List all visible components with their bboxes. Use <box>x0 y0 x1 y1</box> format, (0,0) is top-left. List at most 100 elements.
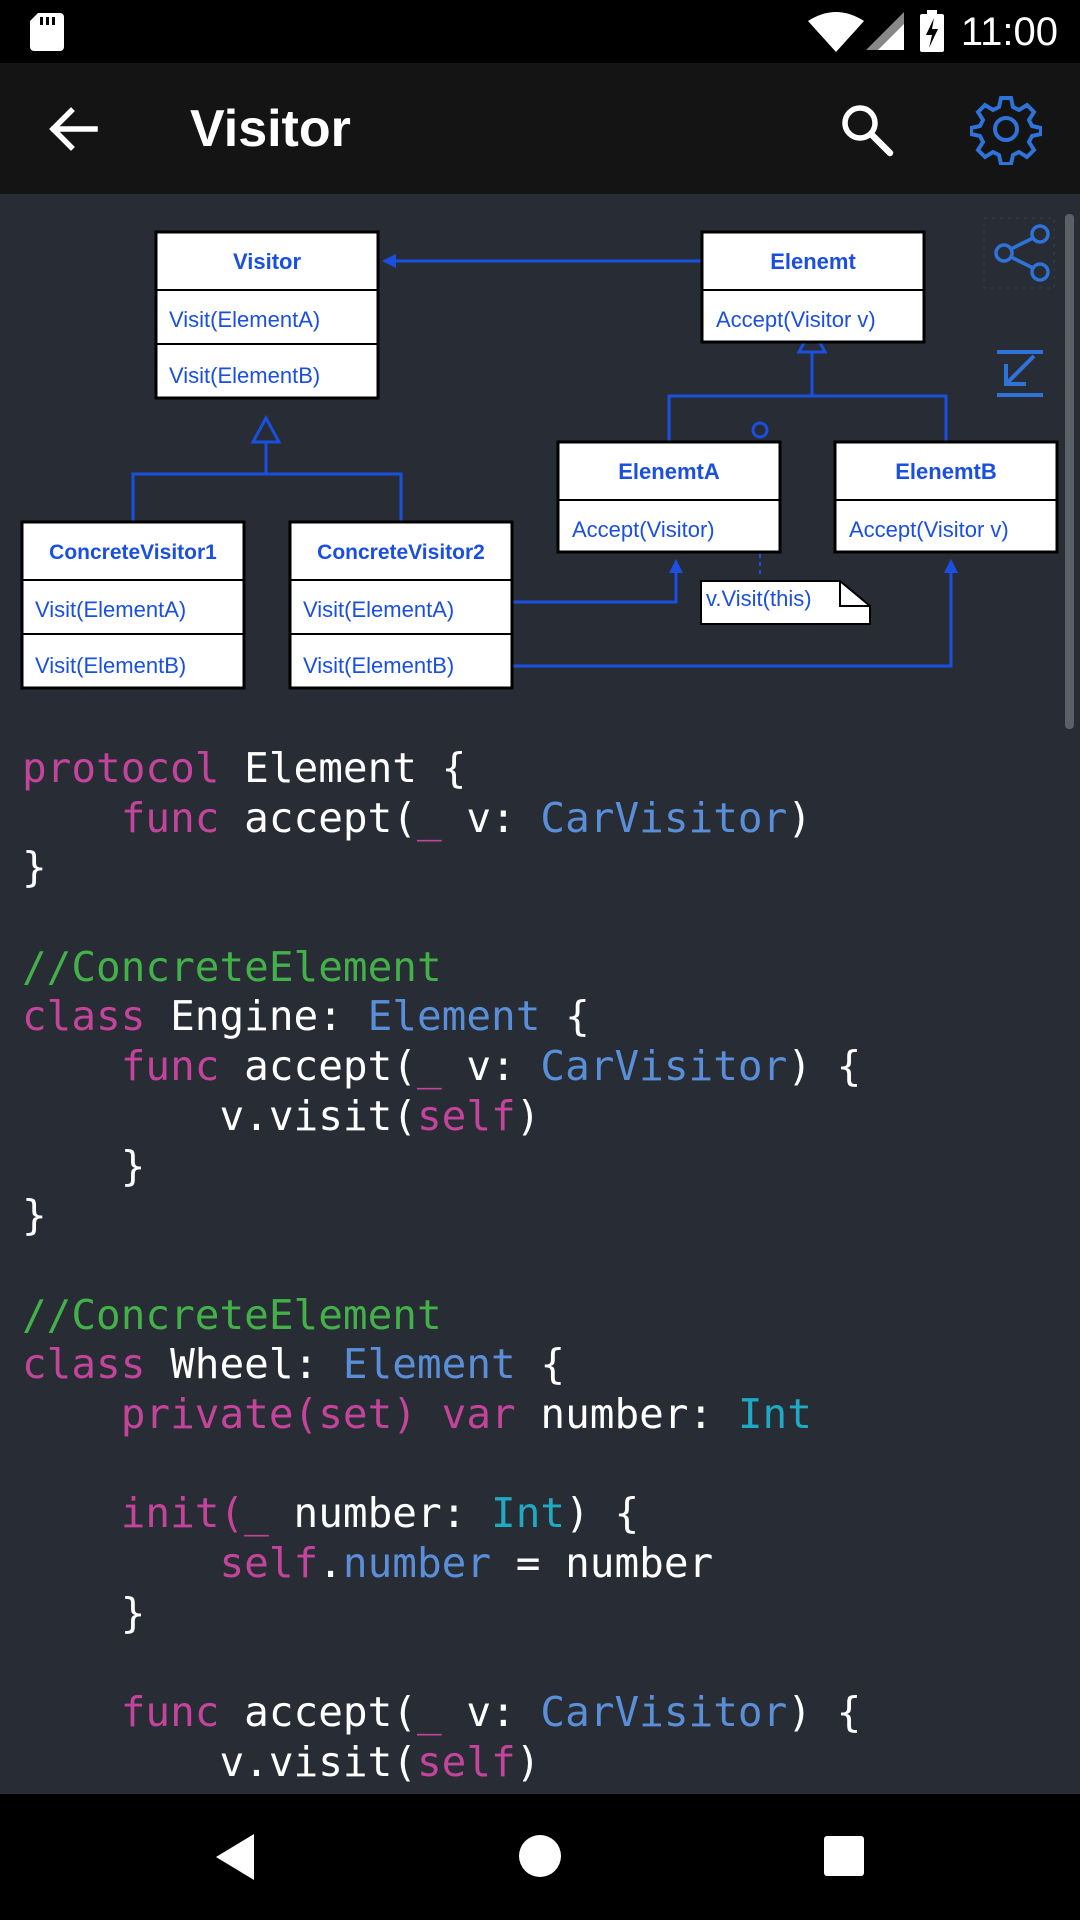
search-button[interactable] <box>838 101 896 159</box>
code-token: accept( <box>219 1688 417 1737</box>
settings-button[interactable] <box>969 93 1043 166</box>
code-token: _ <box>416 1688 442 1737</box>
code-token: protocol <box>22 744 220 792</box>
collapse-button[interactable] <box>997 350 1043 397</box>
uml-class-element-b: ElenemtB Accept(Visitor v) <box>833 440 1059 554</box>
code-line: } <box>22 1142 861 1192</box>
code-token: Int <box>491 1489 566 1538</box>
code-line: func accept(_ v: CarVisitor) { <box>22 1042 862 1092</box>
battery-charging-icon <box>920 10 944 52</box>
nav-back-button[interactable] <box>210 1832 260 1882</box>
triangle-back-icon <box>216 1834 254 1880</box>
code-token <box>22 1390 121 1438</box>
back-button[interactable] <box>40 99 106 159</box>
code-token: CarVisitor <box>540 1042 788 1091</box>
code-token: //ConcreteElement <box>22 1290 442 1339</box>
code-line: func accept(_ v: CarVisitor) <box>22 794 861 844</box>
uml-class-element: Elenemt Accept(Visitor v) <box>700 230 926 344</box>
code-token: number: <box>515 1389 738 1438</box>
code-token: Int <box>737 1389 812 1438</box>
code-line <box>22 1440 861 1490</box>
code-token: . <box>318 1539 343 1587</box>
code-token: func <box>120 1042 220 1091</box>
code-token: class <box>22 1340 146 1389</box>
code-token: self <box>416 1737 516 1786</box>
code-token: v: <box>441 793 541 842</box>
uml-class-title: ConcreteVisitor1 <box>49 541 217 564</box>
uml-class-element-a: ElenemtA Accept(Visitor) <box>556 440 782 554</box>
code-block: protocol Element { func accept(_ v: CarV… <box>22 744 861 1787</box>
code-line: v.visit(self) <box>22 1092 861 1142</box>
scrollbar-thumb[interactable] <box>1065 214 1074 729</box>
square-recents-icon <box>824 1836 864 1876</box>
code-token: private(set) var <box>120 1389 516 1438</box>
uml-class-title: ElenemtA <box>618 459 720 484</box>
code-line: v.visit(self) <box>22 1738 861 1788</box>
code-token <box>22 1042 121 1090</box>
uml-method: Accept(Visitor v) <box>716 307 876 332</box>
code-line: } <box>22 1191 861 1241</box>
navigation-bar <box>0 1794 1080 1920</box>
code-token: CarVisitor <box>540 793 788 842</box>
uml-class-title: Elenemt <box>770 249 856 274</box>
code-token: v.visit( <box>22 1091 417 1140</box>
gear-icon <box>969 96 1043 166</box>
wifi-icon <box>808 12 864 52</box>
code-token: Element <box>342 1340 516 1389</box>
code-token: _ <box>416 1042 442 1091</box>
nav-recents-button[interactable] <box>824 1836 864 1876</box>
uml-method: Accept(Visitor v) <box>849 517 1009 542</box>
uml-method: Visit(ElementA) <box>303 597 454 622</box>
uml-method: Visit(ElementA) <box>169 307 320 332</box>
code-token <box>22 1688 121 1736</box>
search-icon <box>842 105 894 157</box>
code-token: number: <box>268 1489 492 1538</box>
uml-method: Visit(ElementB) <box>169 363 320 388</box>
uml-class-concrete-visitor-2: ConcreteVisitor2 Visit(ElementA) Visit(E… <box>288 520 514 690</box>
code-token: ) <box>515 1737 541 1786</box>
content-area[interactable]: Visitor Visit(ElementA) Visit(ElementB) … <box>0 194 1080 1794</box>
app-bar: Visitor <box>0 63 1080 194</box>
uml-class-visitor: Visitor Visit(ElementA) Visit(ElementB) <box>154 230 380 400</box>
code-token: } <box>22 1141 146 1190</box>
code-token: Wheel: <box>145 1340 343 1389</box>
code-token: { <box>515 1340 566 1389</box>
code-token: v: <box>441 1688 541 1737</box>
code-line: protocol Element { <box>22 744 861 794</box>
code-token: ) <box>787 793 812 842</box>
code-line: } <box>22 1589 861 1639</box>
uml-class-title: ConcreteVisitor2 <box>317 541 485 564</box>
uml-note-text: v.Visit(this) <box>706 586 812 611</box>
code-token: _ <box>416 793 442 842</box>
code-token: self <box>219 1539 319 1587</box>
code-token: func <box>120 793 220 842</box>
status-bar: 11:00 <box>0 0 1080 63</box>
status-time: 11:00 <box>960 10 1058 54</box>
code-token: func <box>120 1688 220 1737</box>
code-token: ) { <box>787 1042 862 1091</box>
code-token: self <box>416 1091 516 1140</box>
uml-note: v.Visit(this) <box>700 580 871 625</box>
page-title: Visitor <box>190 100 351 158</box>
code-line: //ConcreteElement <box>22 943 861 993</box>
code-token: Engine: <box>145 992 368 1041</box>
collapse-arrow-icon <box>997 350 1043 397</box>
share-button[interactable] <box>983 217 1055 289</box>
code-line <box>22 1241 861 1291</box>
code-token: Element { <box>219 744 467 792</box>
code-token: ) { <box>565 1489 640 1538</box>
code-token: CarVisitor <box>540 1688 788 1737</box>
code-line: //ConcreteElement <box>22 1291 861 1341</box>
code-line <box>22 1638 861 1688</box>
code-line: class Wheel: Element { <box>22 1340 861 1390</box>
nav-home-button[interactable] <box>518 1834 562 1878</box>
code-line: private(set) var number: Int <box>22 1390 861 1440</box>
sd-card-icon <box>30 13 64 51</box>
code-token: { <box>540 992 590 1041</box>
code-token: } <box>22 1191 47 1240</box>
code-token <box>22 1489 121 1537</box>
code-token: _ <box>244 1489 269 1538</box>
code-token: //ConcreteElement <box>22 942 442 991</box>
code-token: Element <box>367 992 541 1041</box>
code-line <box>22 893 861 943</box>
